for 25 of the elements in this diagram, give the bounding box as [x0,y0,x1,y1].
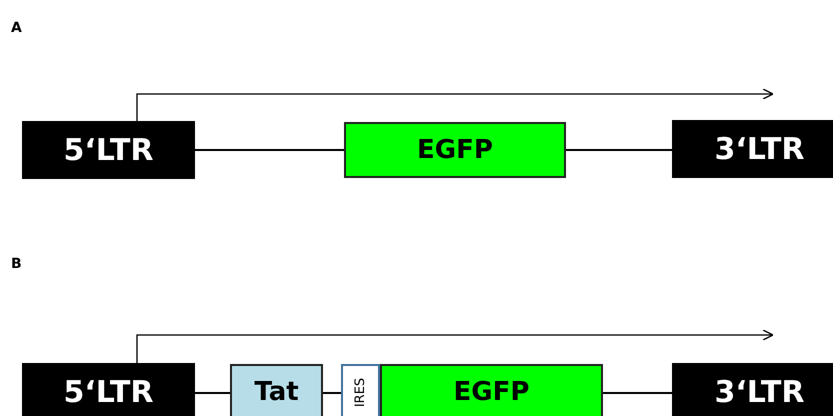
gene-box [380,364,603,416]
ltr-box [22,363,195,416]
gene-label: 3‘LTR [714,375,804,410]
gene-label: EGFP [417,135,493,165]
panel-label: B [11,256,22,272]
backbone-line [566,149,672,151]
panel-label: A [11,20,22,36]
backbone-line [195,392,230,394]
gene-label: IRES [353,378,368,408]
gene-box [344,122,566,178]
ltr-box [672,120,833,178]
gene-label: 5‘LTR [64,132,154,168]
gene-label: Tat [254,377,299,408]
backbone-line [323,392,341,394]
gene-label: 3‘LTR [714,132,804,166]
gene-label: EGFP [454,377,530,408]
transcription-arrow [136,88,774,121]
ires-box [341,364,380,416]
ltr-box [22,121,195,179]
backbone-line [195,149,344,151]
ltr-box [672,363,833,416]
gene-label: 5‘LTR [64,375,154,410]
gene-box [230,364,323,416]
transcription-arrow [136,329,774,363]
backbone-line [603,392,672,394]
